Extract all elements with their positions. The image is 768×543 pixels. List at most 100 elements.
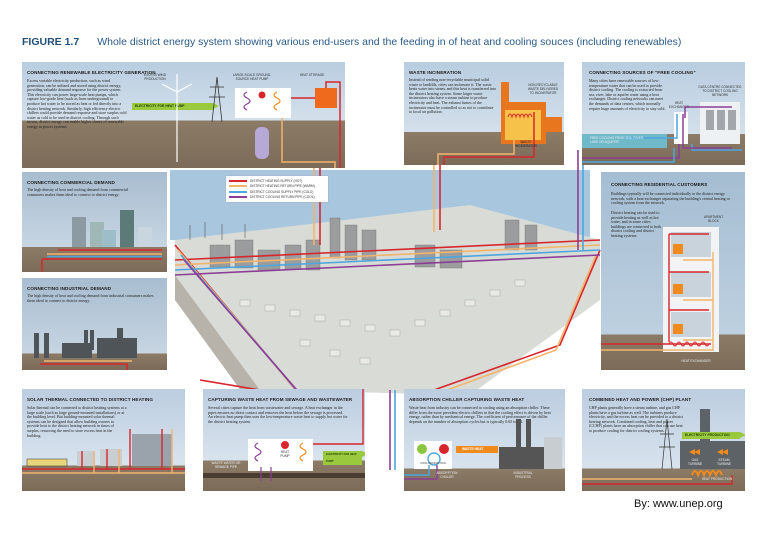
label-industrial-process: INDUSTRIAL PROCESS (513, 471, 533, 479)
pylon-icon (659, 418, 675, 470)
panel-residential-customers: CONNECTING RESIDENTIAL CUSTOMERS Buildin… (601, 172, 745, 370)
label-absorption-chiller: ABSORPTION CHILLER (436, 471, 458, 479)
legend-swatch (229, 196, 247, 199)
apartment-illustration (601, 227, 719, 352)
ground-cutaway (175, 275, 260, 410)
panel-body: Buildings typically will be connected in… (611, 191, 731, 206)
legend-label: DISTRICT HEATING SUPPLY (HOT) (250, 178, 303, 183)
heat-exchanger-icon (668, 341, 710, 347)
panel-heading: SOLAR THERMAL CONNECTED TO DISTRICT HEAT… (27, 397, 154, 402)
panel-body: The high density of heat and cooling dem… (27, 187, 128, 197)
panel-heading: CONNECTING SOURCES OF "FREE COOLING" (589, 70, 696, 75)
label-heat-pump: HEAT PUMP (280, 450, 290, 458)
panel-body: Many cities have renewable sources of lo… (589, 78, 666, 111)
legend-item-heating-supply: DISTRICT HEATING SUPPLY (HOT) (229, 178, 325, 184)
label-steam-turbine: STEAM TURBINE (717, 458, 731, 466)
label-waste-delivery: NON-RECYCLABLE WASTE DELIVERED TO INCINE… (527, 83, 559, 95)
renewable-illustration (161, 74, 341, 168)
panel-body: The high density of heat and cooling dem… (27, 293, 154, 303)
legend-item-cooling-return: DISTRICT COOLING RETURN PIPE (COOL) (229, 195, 325, 201)
legend-swatch (229, 179, 247, 182)
office-buildings-icon (72, 210, 152, 247)
panel-body: CHP plants generally have a steam turbin… (589, 405, 684, 433)
panel-heading: WASTE INCINERATION (409, 70, 462, 75)
panel-heading: CONNECTING COMMERCIAL DEMAND (27, 180, 115, 185)
label-heat-storage: HEAT STORAGE (299, 73, 325, 77)
pylon-icon (209, 76, 225, 123)
commercial-illustration (41, 210, 162, 272)
label-heat-pump: LARGE-SCALE GROUND-SOURCE HEAT PUMP (232, 73, 272, 81)
coil-cold-icon (243, 91, 251, 111)
electricity-arrow: ELECTRICITY FOR HEAT PUMP (323, 451, 365, 465)
heat-exchanger-icon (674, 112, 688, 144)
wind-turbine-icon (161, 74, 193, 162)
figure-number: FIGURE 1.7 (22, 36, 80, 48)
panel-heading: CAPTURING WASTE HEAT FROM SEWAGE AND WAS… (208, 397, 353, 402)
panel-heading: CONNECTING INDUSTRIAL DEMAND (27, 286, 112, 291)
panel-body: Waste heat from industry can be connecte… (409, 405, 551, 424)
panel-body: Solar thermal can be connected to distri… (27, 405, 127, 438)
label-data-centre: DATA CENTRE CONNECTED TO DISTRICT COOLIN… (698, 85, 742, 97)
houses (239, 279, 526, 365)
electricity-arrow: ELECTRICITY FOR HEAT PUMP (132, 103, 219, 110)
garbage-truck-icon (542, 117, 562, 132)
panel-industrial-demand: CONNECTING INDUSTRIAL DEMAND The high de… (22, 278, 167, 370)
panel-renewable-electricity: CONNECTING RENEWABLE ELECTRICITY GENERAT… (22, 62, 345, 168)
heat-storage-icon (315, 88, 337, 108)
panel-commercial-demand: CONNECTING COMMERCIAL DEMAND The high de… (22, 172, 167, 272)
pump-icon (281, 441, 289, 449)
legend-item-cooling-supply: DISTRICT COOLING SUPPLY PIPE (COLD) (229, 189, 325, 195)
chimney-icon (501, 82, 509, 107)
coil-hot-icon (273, 91, 281, 111)
power-plant-icon (680, 409, 745, 469)
label-excess-wind: EXCESS WIND PRODUCTION (143, 73, 167, 81)
figure-title: FIGURE 1.7 Whole district energy system s… (22, 36, 681, 48)
label-heat-exchanger: HEAT EXCHANGER (681, 359, 711, 363)
label-sewage-pipe: WASTE WATER OR SEWAGE PIPE (211, 461, 241, 469)
incinerator-illustration (437, 82, 562, 165)
waste-heat-arrow: WASTE HEAT (456, 446, 498, 453)
label-heat-exchanger: HEAT EXCHANGER (668, 101, 690, 109)
industrial-plant-icon (499, 419, 562, 469)
legend-label: DISTRICT HEATING RETURN PIPE (WARM) (250, 184, 315, 189)
label-cool-production: COOL PRODUCTION (420, 462, 446, 465)
ground-loop-icon (255, 127, 269, 159)
heat-production-coil (691, 470, 723, 478)
panel-free-cooling: CONNECTING SOURCES OF "FREE COOLING" Man… (582, 62, 745, 165)
panel-heading: ABSORPTION CHILLER CAPTURING WASTE HEAT (409, 397, 525, 402)
city-ground (175, 205, 600, 395)
panel-heading: CONNECTING RENEWABLE ELECTRICITY GENERAT… (27, 70, 156, 75)
legend-swatch (229, 190, 247, 193)
label-free-cooling-source: FREE COOLING FROM SEA, RIVER, LAKE OR AQ… (590, 136, 645, 144)
panel-body: Several cities capture the heat from was… (208, 405, 348, 424)
panel-heading: CONNECTING RESIDENTIAL CUSTOMERS (611, 182, 708, 187)
electricity-production-arrow: ELECTRICITY PRODUCTION (682, 432, 745, 439)
factory-icon (34, 328, 137, 358)
legend-item-heating-return: DISTRICT HEATING RETURN PIPE (WARM) (229, 184, 325, 190)
absorption-illustration (404, 419, 562, 480)
wind-turbines (189, 222, 246, 240)
source-credit: By: www.unep.org (634, 498, 723, 510)
panel-solar-thermal: SOLAR THERMAL CONNECTED TO DISTRICT HEAT… (22, 389, 185, 491)
solar-panel-array-icon (26, 458, 68, 467)
legend-label: DISTRICT COOLING RETURN PIPE (COOL) (250, 195, 315, 200)
building-icon (132, 434, 172, 466)
figure-caption: Whole district energy system showing var… (97, 36, 682, 48)
solar-illustration (22, 429, 185, 474)
sewage-pipe (203, 473, 365, 478)
legend-label: DISTRICT COOLING SUPPLY PIPE (COLD) (250, 189, 314, 194)
legend-swatch (229, 185, 247, 188)
panel-body: Excess variable electricity production, … (27, 78, 127, 129)
chp-illustration (582, 409, 745, 485)
pipe-legend: DISTRICT HEATING SUPPLY (HOT) DISTRICT H… (226, 176, 328, 202)
free-cooling-illustration (582, 102, 742, 163)
pump-icon (258, 91, 266, 99)
panel-body: Instead of sending non-recyclable munici… (409, 77, 497, 115)
label-apartment-block: APARTMENT BLOCK (703, 215, 724, 223)
panel-sewage-waste-heat: CAPTURING WASTE HEAT FROM SEWAGE AND WAS… (203, 389, 365, 491)
panel-waste-incineration: WASTE INCINERATION Instead of sending no… (404, 62, 564, 165)
pipe-network (174, 150, 601, 470)
label-waste-incinerator: WASTE INCINERATOR (515, 140, 537, 148)
sewage-illustration (203, 389, 365, 481)
